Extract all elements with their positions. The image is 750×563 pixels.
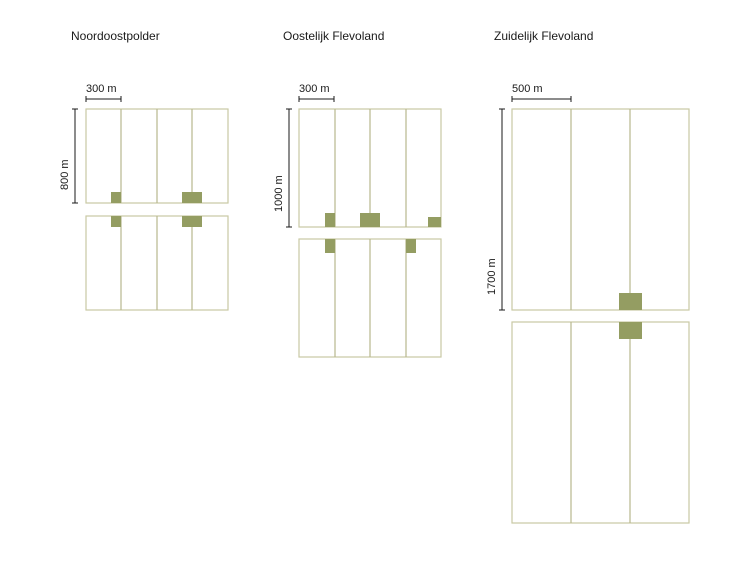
farmstead: [619, 293, 642, 310]
scale-label-width: 500 m: [512, 83, 543, 95]
farmstead: [111, 216, 121, 227]
farmstead: [182, 216, 202, 227]
farmstead: [111, 192, 121, 203]
plot-block-top: [511, 108, 690, 311]
scale-label-width: 300 m: [86, 83, 117, 95]
farmstead: [360, 213, 380, 227]
plot-block-bottom: [511, 321, 690, 524]
panel-title-zuidelijk-flevoland: Zuidelijk Flevoland: [494, 29, 594, 43]
farmstead: [428, 217, 441, 227]
farmstead: [619, 322, 642, 339]
scale-label-width: 300 m: [299, 83, 330, 95]
farmstead: [182, 192, 202, 203]
scale-label-height: 800 m: [59, 159, 71, 190]
panel-noordoostpolder: 300 m 800 m: [59, 83, 229, 311]
scale-label-height: 1000 m: [273, 175, 285, 212]
panel-oostelijk-flevoland: 300 m 1000 m: [273, 83, 442, 358]
panel-title-oostelijk-flevoland: Oostelijk Flevoland: [283, 29, 385, 43]
farmstead: [406, 239, 416, 253]
panel-zuidelijk-flevoland: 500 m 1700 m: [486, 83, 690, 524]
farmstead: [325, 239, 335, 253]
panel-title-noordoostpolder: Noordoostpolder: [71, 29, 160, 43]
farmstead: [325, 213, 335, 227]
scale-label-height: 1700 m: [486, 258, 498, 295]
